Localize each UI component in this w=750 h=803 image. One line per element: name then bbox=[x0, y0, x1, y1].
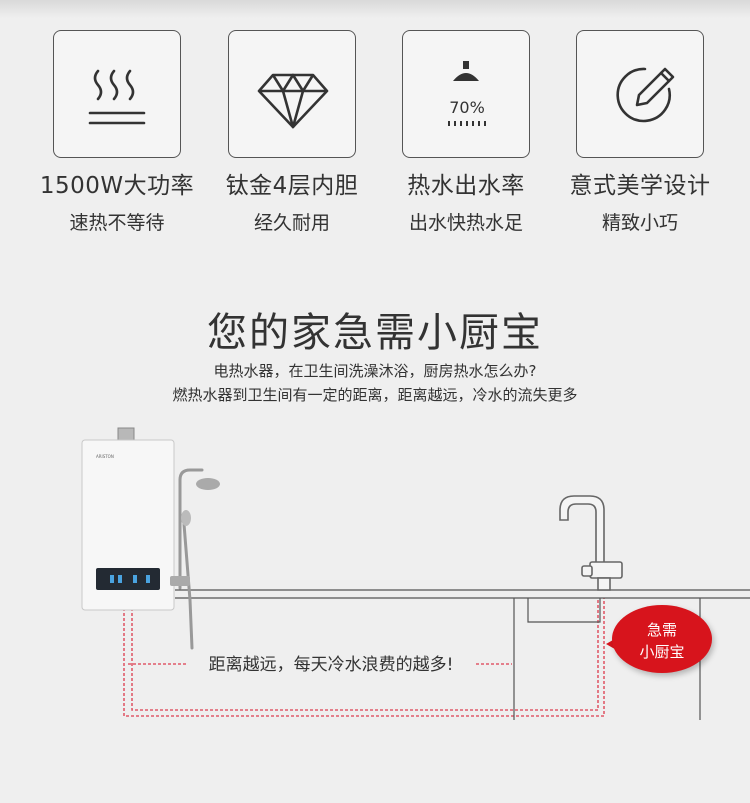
description-line-1: 电热水器，在卫生间洗澡沐浴，厨房热水怎么办? bbox=[213, 362, 537, 380]
description-line-2: 燃热水器到卫生间有一定的距离，距离越远，冷水的流失更多 bbox=[172, 386, 578, 404]
feature-icon-box bbox=[53, 30, 181, 158]
shower-set bbox=[178, 468, 204, 650]
feature-subtitle: 速热不等待 bbox=[69, 212, 165, 234]
hot-water-pipe bbox=[123, 598, 605, 717]
heater-brand-logo: ARISTON bbox=[96, 454, 114, 459]
feature-subtitle: 出水快热水足 bbox=[408, 212, 523, 234]
mixer-valve bbox=[170, 576, 190, 586]
feature-icon-box bbox=[576, 30, 704, 158]
shower-percent-text: 70% bbox=[449, 98, 485, 117]
callout-bubble: 急需 小厨宝 bbox=[612, 605, 712, 673]
feature-power: 1500W大功率 速热不等待 bbox=[32, 30, 202, 235]
feature-title: 热水出水率 bbox=[407, 173, 525, 199]
feature-subtitle: 经久耐用 bbox=[253, 212, 330, 234]
feature-icon-box: 70% bbox=[402, 30, 530, 158]
kitchen-faucet-icon bbox=[559, 495, 623, 591]
pen-icon bbox=[616, 67, 675, 123]
feature-subtitle: 精致小巧 bbox=[601, 212, 678, 234]
feature-title: 意式美学设计 bbox=[569, 173, 711, 199]
headline: 您的家急需小厨宝 bbox=[207, 310, 543, 356]
water-heater bbox=[81, 427, 175, 611]
feature-icon-box bbox=[228, 30, 356, 158]
feature-outflow: 70% 热水出水率 出水快热水足 bbox=[381, 30, 551, 235]
shower-head-icon bbox=[196, 478, 220, 490]
top-shade bbox=[0, 0, 750, 18]
waste-label: 距离越远，每天冷水浪费的越多! bbox=[186, 650, 476, 675]
heat-waves-icon bbox=[88, 69, 146, 125]
shower-icon: 70% bbox=[448, 61, 486, 126]
hand-shower-icon bbox=[181, 510, 191, 526]
feature-liner: 钛金4层内胆 经久耐用 bbox=[207, 30, 377, 235]
bubble-line-1: 急需 bbox=[646, 621, 677, 639]
diamond-icon bbox=[257, 73, 329, 129]
feature-title: 1500W大功率 bbox=[39, 173, 195, 199]
feature-title: 钛金4层内胆 bbox=[225, 173, 359, 199]
bubble-line-2: 小厨宝 bbox=[639, 643, 685, 661]
feature-design: 意式美学设计 精致小巧 bbox=[555, 30, 725, 235]
